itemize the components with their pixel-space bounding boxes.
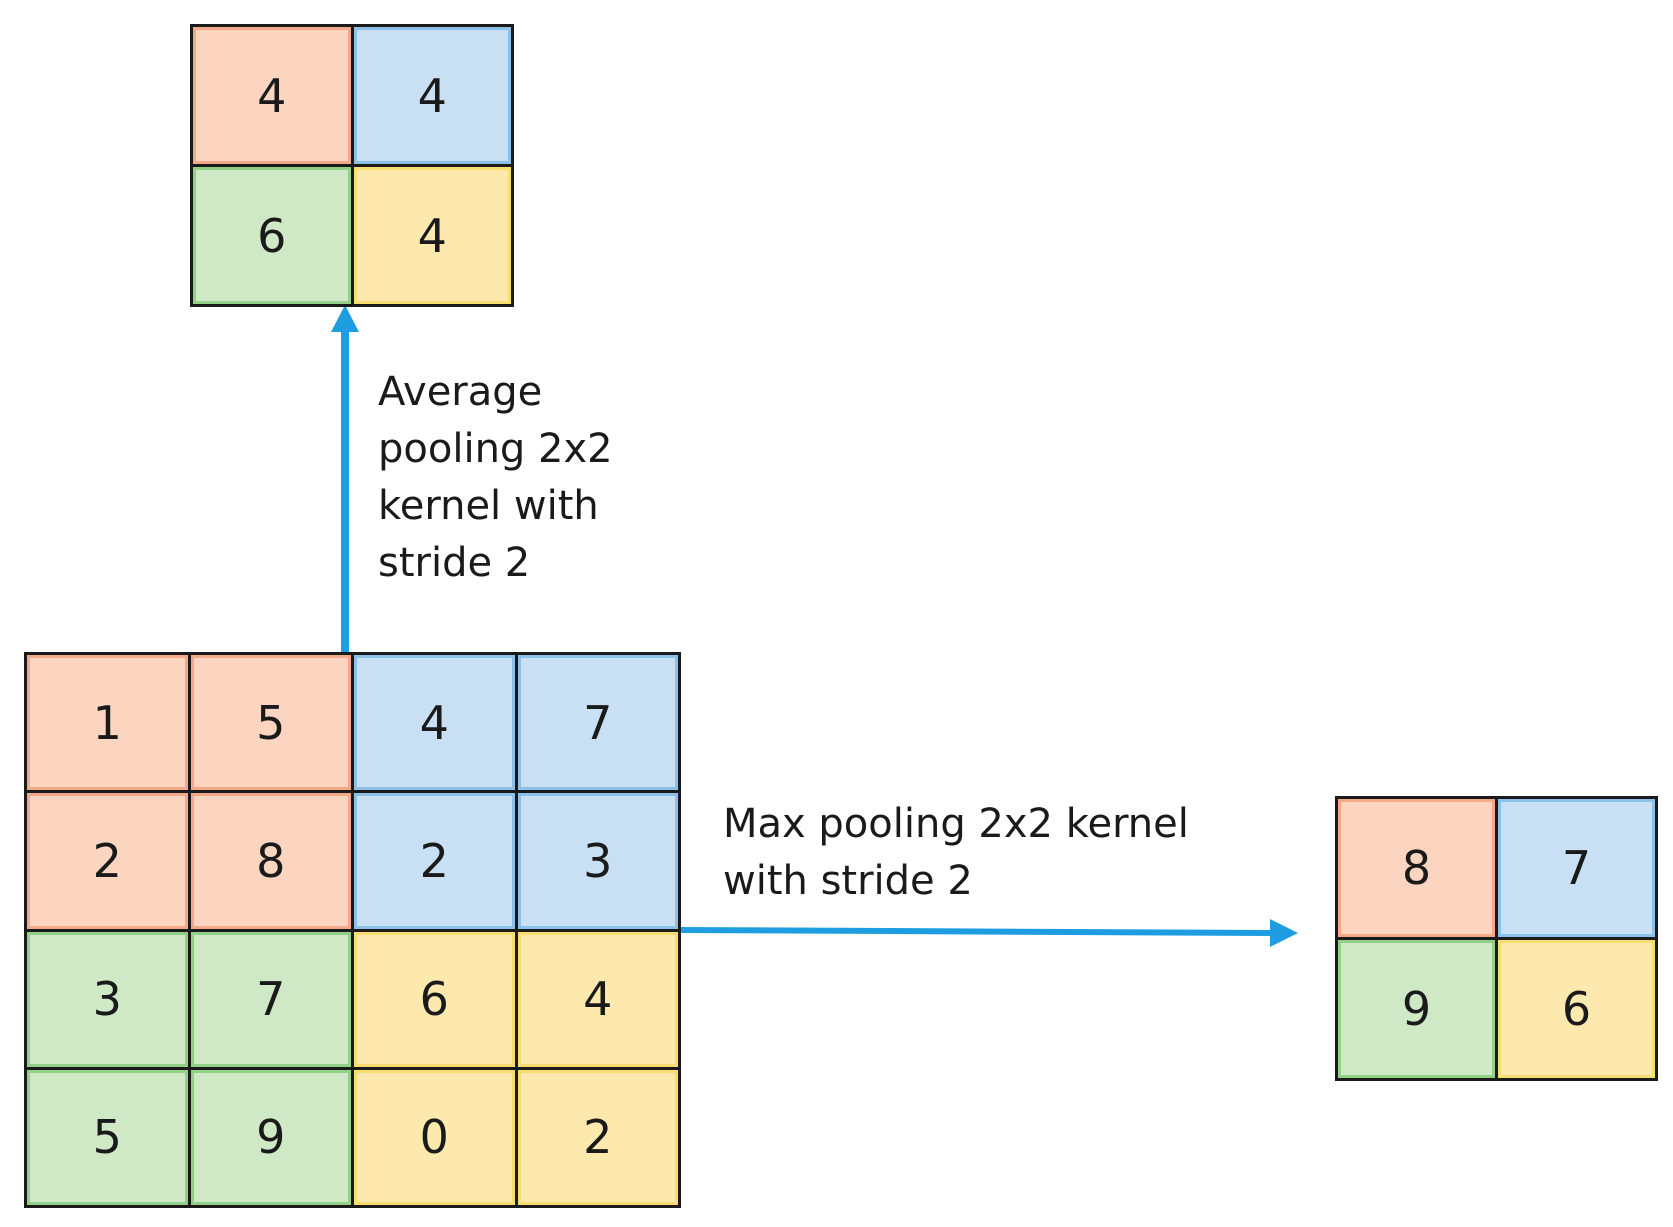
average-pooling-label: Average pooling 2x2 kernel with stride 2 xyxy=(378,369,613,586)
avg-arrow-head xyxy=(331,305,359,332)
input-cell: 4 xyxy=(354,655,515,791)
input-cell: 0 xyxy=(354,1069,515,1205)
max-pooling-arrow xyxy=(680,919,1298,947)
avg-pooling-arrow xyxy=(331,305,359,652)
max-pooling-output-grid: 8 7 9 6 xyxy=(1335,796,1658,1081)
avg-output-cell: 6 xyxy=(193,167,351,304)
input-cell: 8 xyxy=(190,793,351,929)
input-cell: 4 xyxy=(517,931,678,1067)
avg-output-cell: 4 xyxy=(353,27,511,164)
max-output-cell: 8 xyxy=(1338,799,1495,937)
max-arrow-shaft xyxy=(680,927,1273,936)
input-cell: 3 xyxy=(27,931,188,1067)
input-cell: 7 xyxy=(190,931,351,1067)
max-output-cell: 7 xyxy=(1498,799,1655,937)
input-cell: 2 xyxy=(517,1069,678,1205)
avg-output-cell: 4 xyxy=(353,167,511,304)
max-output-cell: 9 xyxy=(1338,940,1495,1078)
input-cell: 5 xyxy=(190,655,351,791)
input-cell: 7 xyxy=(517,655,678,791)
input-feature-map-grid: 1 5 4 7 2 8 2 3 3 7 6 4 5 9 0 2 xyxy=(24,652,681,1208)
max-arrow-head xyxy=(1270,919,1298,947)
input-cell: 2 xyxy=(354,793,515,929)
input-cell: 6 xyxy=(354,931,515,1067)
input-cell: 9 xyxy=(190,1069,351,1205)
input-cell: 1 xyxy=(27,655,188,791)
input-cell: 3 xyxy=(517,793,678,929)
average-pooling-output-grid: 4 4 6 4 xyxy=(190,24,514,307)
max-pooling-label: Max pooling 2x2 kernel with stride 2 xyxy=(723,801,1189,904)
avg-output-cell: 4 xyxy=(193,27,351,164)
max-output-cell: 6 xyxy=(1498,940,1655,1078)
input-cell: 2 xyxy=(27,793,188,929)
input-cell: 5 xyxy=(27,1069,188,1205)
